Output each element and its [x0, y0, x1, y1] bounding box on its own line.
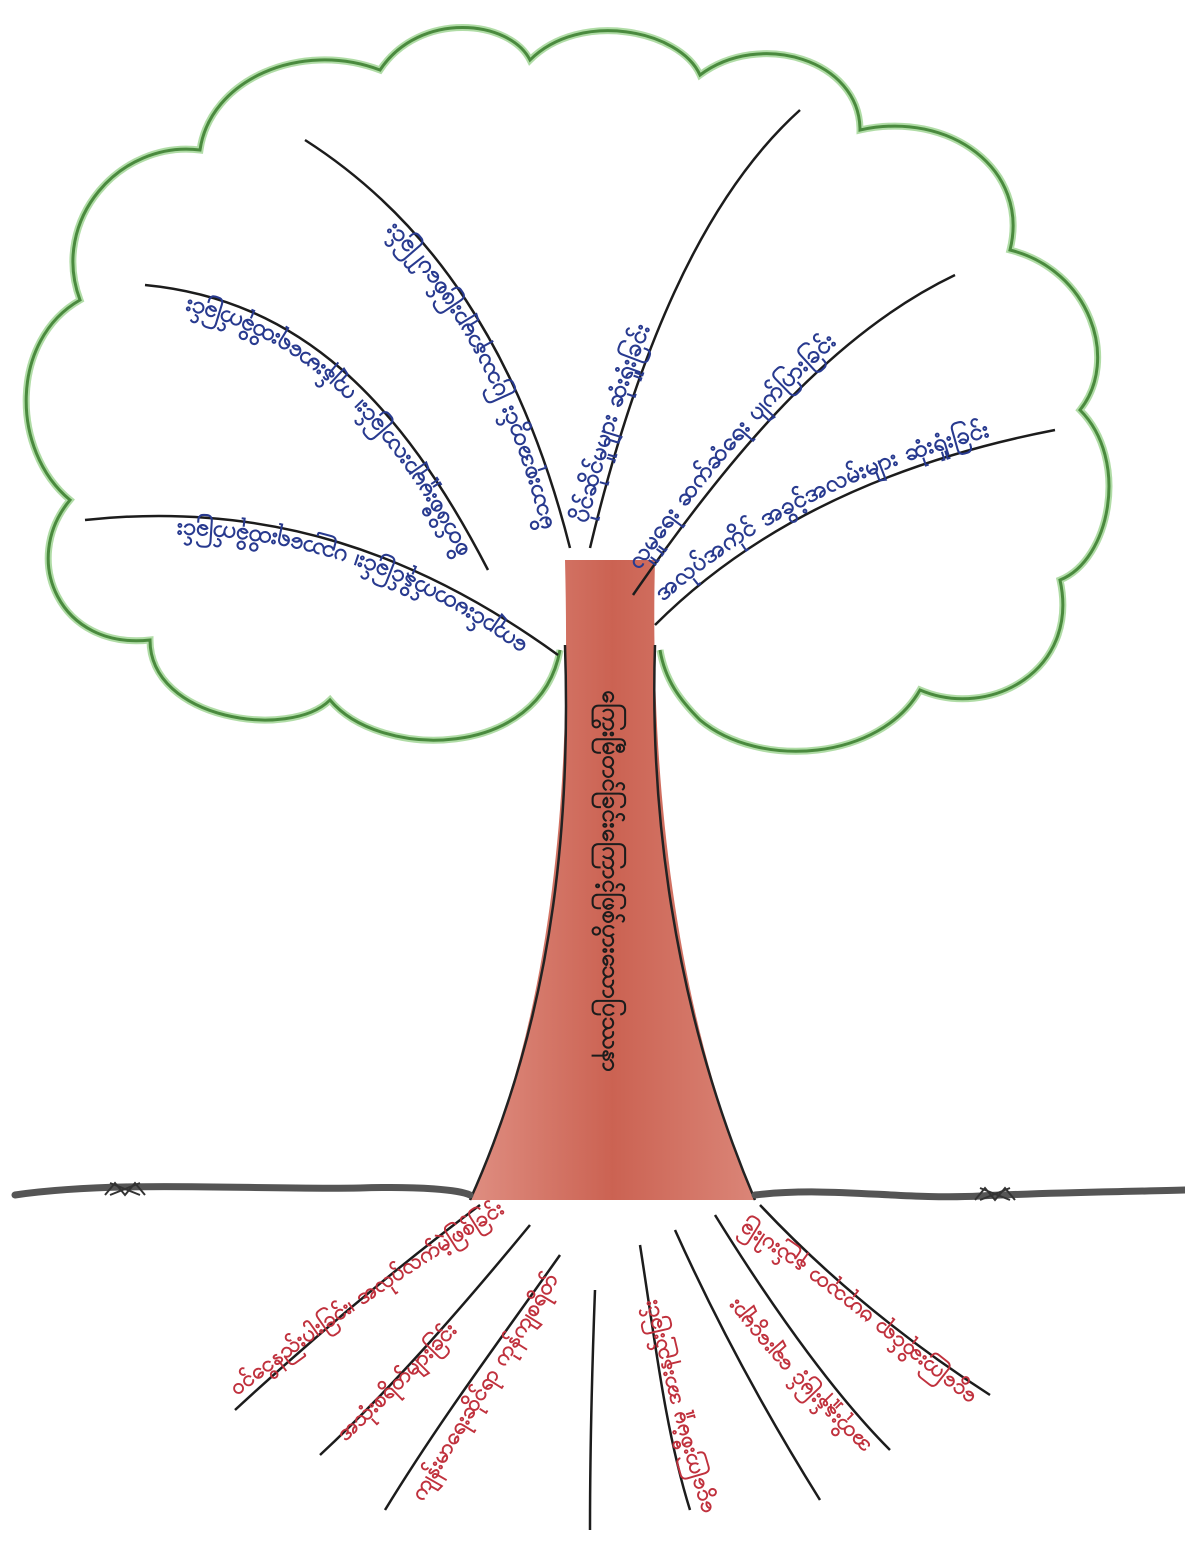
root-lines — [235, 1205, 990, 1530]
root-line — [590, 1290, 595, 1530]
root-label: ကျန်းမာရေးဆိုင်ရာ ကုန်ကျစရိတ် — [406, 1268, 564, 1507]
root-label: ငွေကြေးစီမံမှု အားနည်းခြင်း — [636, 1297, 723, 1517]
root-label: အသုံးစရိတ်များခြင်း — [332, 1316, 462, 1446]
root-label: ဝင်ငွေနည်းပါးခြင်း၊ အလုပ်လက်မဲ့ဖြစ်ခြင်း — [225, 1194, 509, 1401]
